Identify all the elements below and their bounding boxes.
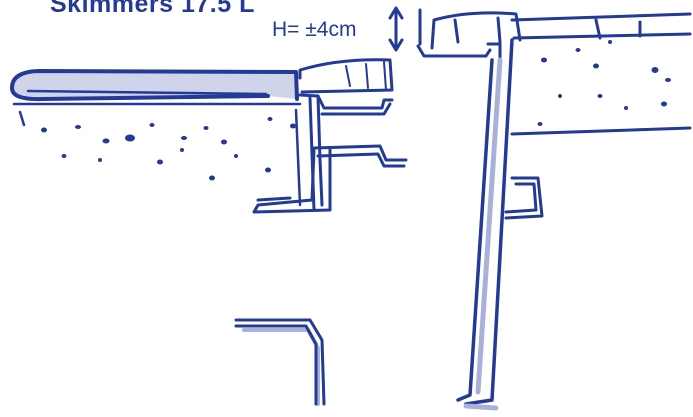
- concrete-block-right: [510, 12, 692, 136]
- height-adjust-arrow: [388, 6, 404, 52]
- height-tolerance-label: H= ±4cm: [272, 18, 357, 41]
- skimmer-lid: [298, 58, 394, 94]
- concrete-texture: [41, 40, 671, 181]
- floor-step: [234, 318, 326, 406]
- wall-clip: [504, 176, 544, 220]
- adjustable-neck: [416, 8, 522, 60]
- coping-slab: [10, 69, 299, 102]
- skimmer-body-left: [252, 93, 408, 214]
- diagram-title: Skimmers 17.5 L: [50, 0, 255, 18]
- pool-wall-right: [456, 38, 514, 411]
- concrete-block-left: [12, 102, 302, 207]
